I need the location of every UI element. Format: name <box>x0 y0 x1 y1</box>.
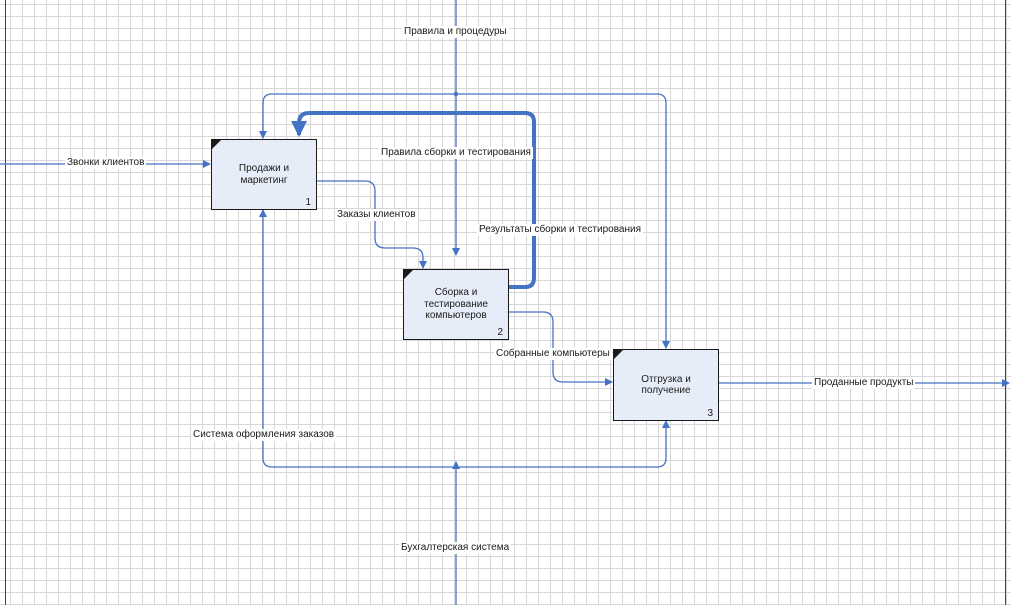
arrow-label-accounting: Бухгалтерская система <box>399 542 512 554</box>
arrow-rules-branch-shipping <box>456 93 670 349</box>
arrow-label-rules: Правила и процедуры <box>402 26 509 38</box>
activity-box-assembly[interactable]: Сборка и тестирование компьютеров 2 <box>403 269 509 340</box>
arrow-label-calls: Звонки клиентов <box>65 157 147 169</box>
page-border-left <box>5 0 6 605</box>
box-number: 2 <box>497 326 503 338</box>
arrow-results <box>291 111 536 289</box>
arrow-assembled <box>508 311 613 386</box>
arrow-order-system-shipping <box>456 420 670 468</box>
activity-box-shipping[interactable]: Отгрузка и получение 3 <box>613 349 719 421</box>
box-corner-marker <box>212 140 221 149</box>
page-border-right <box>1005 0 1006 605</box>
box-corner-marker <box>614 350 623 359</box>
arrow-order-system <box>259 209 456 468</box>
box-title: Сборка и тестирование компьютеров <box>424 287 488 322</box>
junction-dot-top <box>453 91 459 97</box>
arrow-label-results: Результаты сборки и тестирования <box>477 224 644 236</box>
arrow-label-orders: Заказы клиентов <box>335 209 418 221</box>
activity-box-sales[interactable]: Продажи и маркетинг 1 <box>211 139 317 210</box>
arrow-orders <box>317 180 427 269</box>
box-corner-marker <box>404 270 413 279</box>
arrow-label-assembly-rules: Правила сборки и тестирования <box>379 147 533 159</box>
box-title: Отгрузка и получение <box>641 373 691 397</box>
box-number: 3 <box>707 407 713 419</box>
arrow-label-order-system: Система оформления заказов <box>191 429 337 441</box>
arrow-label-assembled: Собранные компьютеры <box>494 348 612 360</box>
arrow-label-sold: Проданные продукты <box>812 377 916 389</box>
box-title: Продажи и маркетинг <box>238 163 290 186</box>
arrow-rules-branch <box>259 93 456 139</box>
box-number: 1 <box>305 196 311 208</box>
